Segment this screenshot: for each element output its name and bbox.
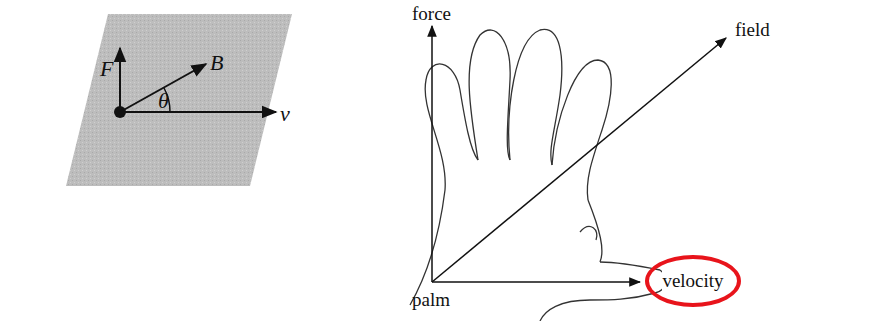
axis-label: field: [735, 20, 770, 39]
highlight-ellipse: velocity: [645, 255, 741, 307]
field-axis: [432, 38, 726, 282]
force-axis: [431, 26, 433, 282]
axis-label: velocity: [662, 270, 723, 292]
velocity-symbol: v: [280, 103, 290, 125]
angle-symbol: θ: [158, 90, 169, 112]
hand-sketch: [410, 29, 665, 321]
force-symbol: F: [100, 58, 113, 80]
force-arrow: [119, 48, 121, 112]
plane: [66, 14, 292, 186]
velocity-axis: [432, 281, 640, 283]
velocity-arrow: [120, 111, 276, 113]
axis-label: palm: [412, 290, 450, 309]
field-arrow: [120, 64, 206, 112]
field-symbol: B: [210, 52, 223, 74]
axis-label: force: [412, 4, 451, 23]
